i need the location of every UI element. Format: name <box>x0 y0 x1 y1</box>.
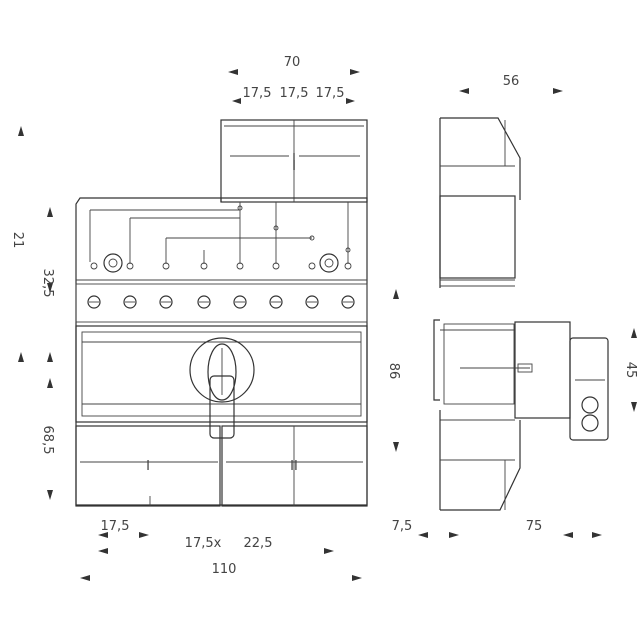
dimension-arrows <box>18 69 637 581</box>
dim-70: 70 <box>284 55 301 70</box>
dim-17-5-c: 17,5 <box>316 86 345 101</box>
dim-110: 110 <box>212 562 237 577</box>
dimension-labels: 70 17,5 17,5 17,5 56 21 32,5 68,5 86 45 … <box>10 55 638 577</box>
bottom-right-block <box>221 425 368 507</box>
dim-17-5-b: 17,5 <box>280 86 309 101</box>
dim-32-5: 32,5 <box>40 269 55 298</box>
dim-68-5: 68,5 <box>40 426 55 455</box>
dim-bottom-22-5: 22,5 <box>244 536 273 551</box>
position-mark-top: I <box>292 159 296 174</box>
dim-21: 21 <box>10 232 25 249</box>
front-view: I I II <box>75 119 368 507</box>
bottom-left-block <box>75 425 221 507</box>
side-view <box>433 117 609 511</box>
position-mark-bottom-left: I <box>146 459 150 474</box>
position-mark-bottom-right: II <box>290 459 298 474</box>
screw-terminal-row <box>75 283 368 323</box>
dim-56: 56 <box>503 74 520 89</box>
side-handle <box>514 321 571 419</box>
dim-bottom-17-5: 17,5 <box>101 519 130 534</box>
dim-bottom-17-5x: 17,5x <box>185 536 222 551</box>
dim-45: 45 <box>623 362 638 379</box>
upper-terminal-row <box>90 253 352 273</box>
dim-86: 86 <box>386 363 401 380</box>
dim-17-5-a: 17,5 <box>243 86 272 101</box>
front-panel <box>75 325 368 423</box>
dim-75: 75 <box>526 519 543 534</box>
dim-7-5: 7,5 <box>392 519 413 534</box>
